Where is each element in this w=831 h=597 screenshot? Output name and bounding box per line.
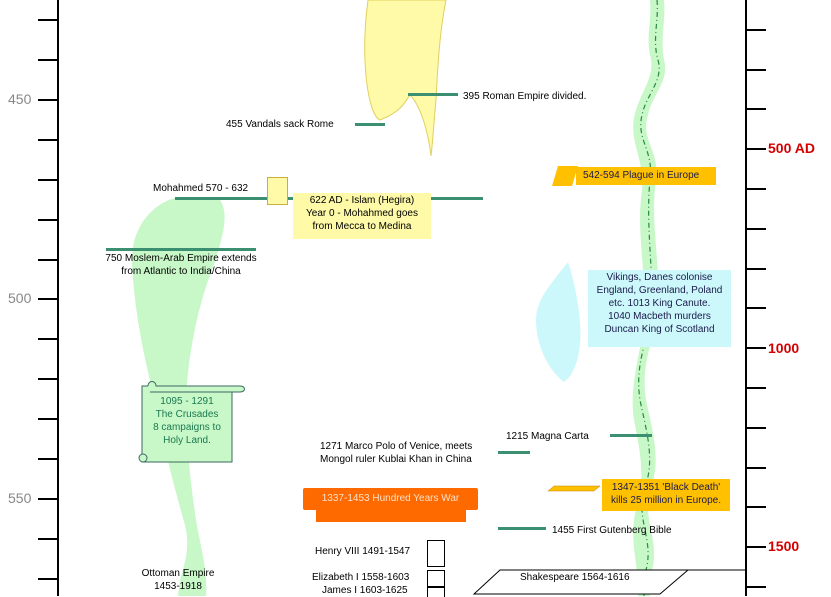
- marco-polo-bar: [498, 451, 530, 454]
- mohammed-label: Mohahmed 570 - 632: [153, 183, 249, 194]
- magna-carta-bar: [610, 434, 652, 437]
- vandals-bar: [355, 123, 385, 126]
- roman-divided-label: 395 Roman Empire divided.: [463, 91, 587, 102]
- shakespeare-box: [472, 569, 690, 595]
- hundred-years-war-box: 1337-1453 Hundred Years War: [303, 488, 478, 510]
- henry-viii-marker: [427, 540, 445, 567]
- roman-divided-bar: [408, 93, 458, 96]
- elizabeth-label: Elizabeth I 1558-1603: [312, 572, 410, 583]
- black-death-box: 1347-1351 'Black Death' kills 25 million…: [602, 479, 730, 511]
- james-label: James I 1603-1625: [322, 585, 408, 596]
- mohammed-marker: [267, 177, 288, 205]
- gutenberg-label: 1455 First Gutenberg Bible: [552, 525, 672, 536]
- elizabeth-marker: [427, 570, 445, 587]
- ottoman-label: Ottoman Empire 1453-1918: [141, 568, 215, 592]
- left-axis-label-500: 500: [8, 290, 32, 306]
- gutenberg-bar: [498, 527, 546, 530]
- black-death-marker: [547, 485, 601, 492]
- magna-carta-label: 1215 Magna Carta: [506, 431, 589, 442]
- right-axis-ticks: [746, 29, 766, 588]
- islam-hegira-box: 622 AD - Islam (Hegira) Year 0 - Mohahme…: [293, 193, 431, 239]
- left-axis-label-450: 450: [8, 91, 32, 107]
- vikings-shape: [536, 262, 581, 382]
- moslem-empire-bar: [106, 248, 256, 251]
- henry-viii-label: Henry VIII 1491-1547: [315, 546, 411, 557]
- marco-polo-label: 1271 Marco Polo of Venice, meets Mongol …: [320, 441, 473, 465]
- right-axis-label-500ad: 500 AD: [768, 140, 815, 156]
- left-axis-label-550: 550: [8, 490, 32, 506]
- moslem-empire-label: 750 Moslem-Arab Empire extends from Atla…: [105, 253, 257, 277]
- right-axis-label-1000: 1000: [768, 340, 800, 356]
- plague-marker: [552, 166, 578, 186]
- roman-empire-shape: [364, 0, 447, 157]
- james-marker: [427, 587, 445, 597]
- right-axis-label-1500: 1500: [768, 538, 800, 554]
- crusades-label: 1095 - 1291 The Crusades 8 campaigns to …: [153, 396, 221, 446]
- crusades-scroll: [138, 381, 245, 463]
- left-axis-ticks: [38, 19, 58, 580]
- vikings-box: Vikings, Danes colonise England, Greenla…: [588, 270, 731, 347]
- shakespeare-label: Shakespeare 1564-1616: [520, 572, 630, 583]
- hundred-years-war-base: [316, 508, 466, 522]
- plague-box: 542-594 Plague in Europe: [576, 167, 716, 185]
- vandals-label: 455 Vandals sack Rome: [226, 119, 334, 130]
